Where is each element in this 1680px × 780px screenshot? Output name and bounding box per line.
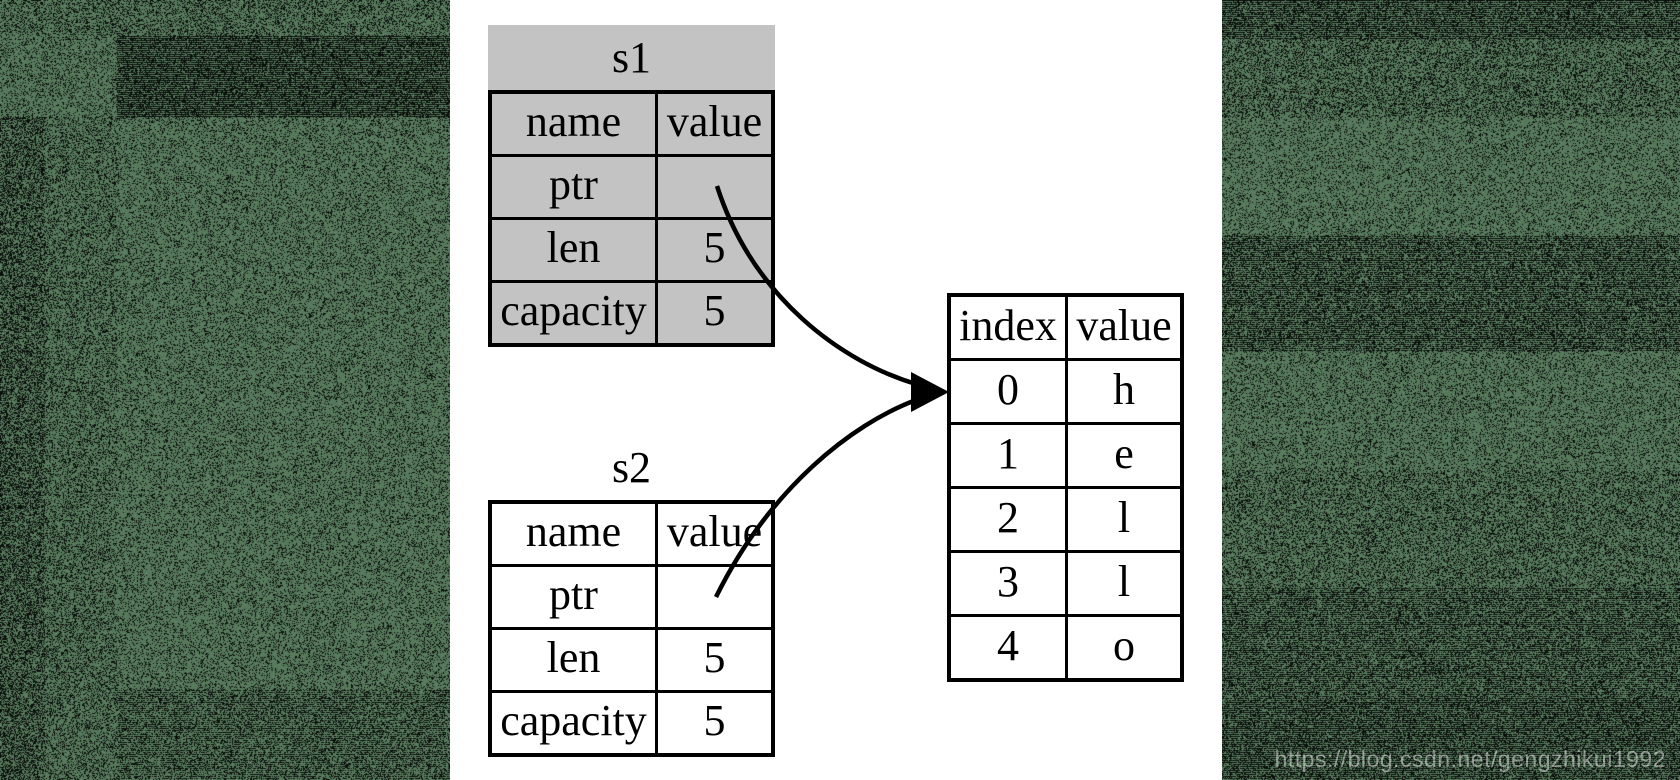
s2-row-ptr-value bbox=[658, 567, 771, 627]
s2-col-header-value: value bbox=[658, 504, 771, 564]
s1-table: name value ptr len 5 capacity 5 bbox=[488, 90, 775, 347]
right-noise-texture bbox=[1222, 0, 1680, 780]
heap-row-3-value: l bbox=[1068, 553, 1180, 614]
heap-row-0-value: h bbox=[1068, 361, 1180, 422]
heap-row-0-index: 0 bbox=[951, 361, 1065, 422]
s2-row-capacity-value: 5 bbox=[658, 693, 771, 753]
s1-row-ptr-value bbox=[658, 157, 771, 217]
heap-row-2-index: 2 bbox=[951, 489, 1065, 550]
heap-row-2-value: l bbox=[1068, 489, 1180, 550]
heap-col-header-value: value bbox=[1068, 297, 1180, 358]
s1-col-header-value: value bbox=[658, 94, 771, 154]
s1-col-header-name: name bbox=[492, 94, 655, 154]
s2-row-capacity-name: capacity bbox=[492, 693, 655, 753]
s1-row-len-name: len bbox=[492, 220, 655, 280]
s1-table-title: s1 bbox=[488, 25, 775, 90]
watermark-url: https://blog.csdn.net/gengzhikui1992 bbox=[1274, 746, 1666, 772]
s1-row-capacity-name: capacity bbox=[492, 283, 655, 343]
heap-col-header-index: index bbox=[951, 297, 1065, 358]
s1-row-len-value: 5 bbox=[658, 220, 771, 280]
s2-row-len-name: len bbox=[492, 630, 655, 690]
s2-col-header-name: name bbox=[492, 504, 655, 564]
s2-table: name value ptr len 5 capacity 5 bbox=[488, 500, 775, 757]
arrowhead-icon bbox=[911, 372, 949, 412]
left-noise-texture bbox=[0, 0, 450, 780]
s1-row-ptr-name: ptr bbox=[492, 157, 655, 217]
s1-row-capacity-value: 5 bbox=[658, 283, 771, 343]
heap-row-3-index: 3 bbox=[951, 553, 1065, 614]
heap-buffer-table: index value 0 h 1 e 2 l 3 l 4 o bbox=[947, 293, 1184, 682]
s2-row-len-value: 5 bbox=[658, 630, 771, 690]
heap-row-1-index: 1 bbox=[951, 425, 1065, 486]
heap-row-1-value: e bbox=[1068, 425, 1180, 486]
s2-row-ptr-name: ptr bbox=[492, 567, 655, 627]
heap-row-4-value: o bbox=[1068, 617, 1180, 678]
s2-table-title: s2 bbox=[611, 443, 652, 492]
heap-row-4-index: 4 bbox=[951, 617, 1065, 678]
